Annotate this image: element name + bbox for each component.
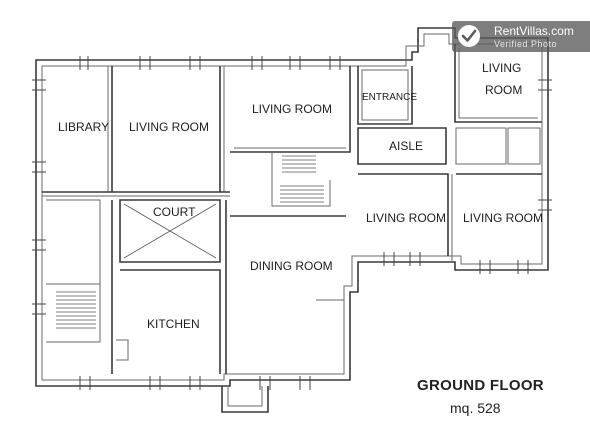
room-label-entrance: ENTRANCE: [362, 92, 417, 103]
room-label-living-room-3b: ROOM: [485, 83, 522, 97]
floor-area: mq. 528: [450, 400, 501, 416]
outer-walls: [35, 27, 549, 387]
room-label-living-room-5: LIVING ROOM: [463, 211, 543, 225]
interior-walls: [42, 44, 542, 413]
room-label-living-room-4: LIVING ROOM: [366, 211, 446, 225]
room-label-living-room-1: LIVING ROOM: [129, 120, 209, 134]
window-markers: [32, 56, 552, 390]
room-labels: LIBRARY LIVING ROOM LIVING ROOM ENTRANCE…: [58, 61, 543, 331]
room-label-dining-room: DINING ROOM: [250, 259, 333, 273]
room-label-library: LIBRARY: [58, 120, 109, 134]
badge-brand: RentVillas.com: [494, 24, 574, 38]
room-label-aisle: AISLE: [389, 139, 423, 153]
floor-title: GROUND FLOOR: [417, 377, 544, 394]
room-label-living-room-3a: LIVING: [482, 61, 521, 75]
badge-verified-text: Verified Photo: [494, 39, 558, 49]
verified-photo-badge: RentVillas.com Verified Photo: [452, 21, 590, 52]
room-label-living-room-2: LIVING ROOM: [252, 102, 332, 116]
check-icon: [458, 25, 480, 47]
room-label-kitchen: KITCHEN: [147, 317, 200, 331]
room-label-court: COURT: [153, 205, 196, 219]
